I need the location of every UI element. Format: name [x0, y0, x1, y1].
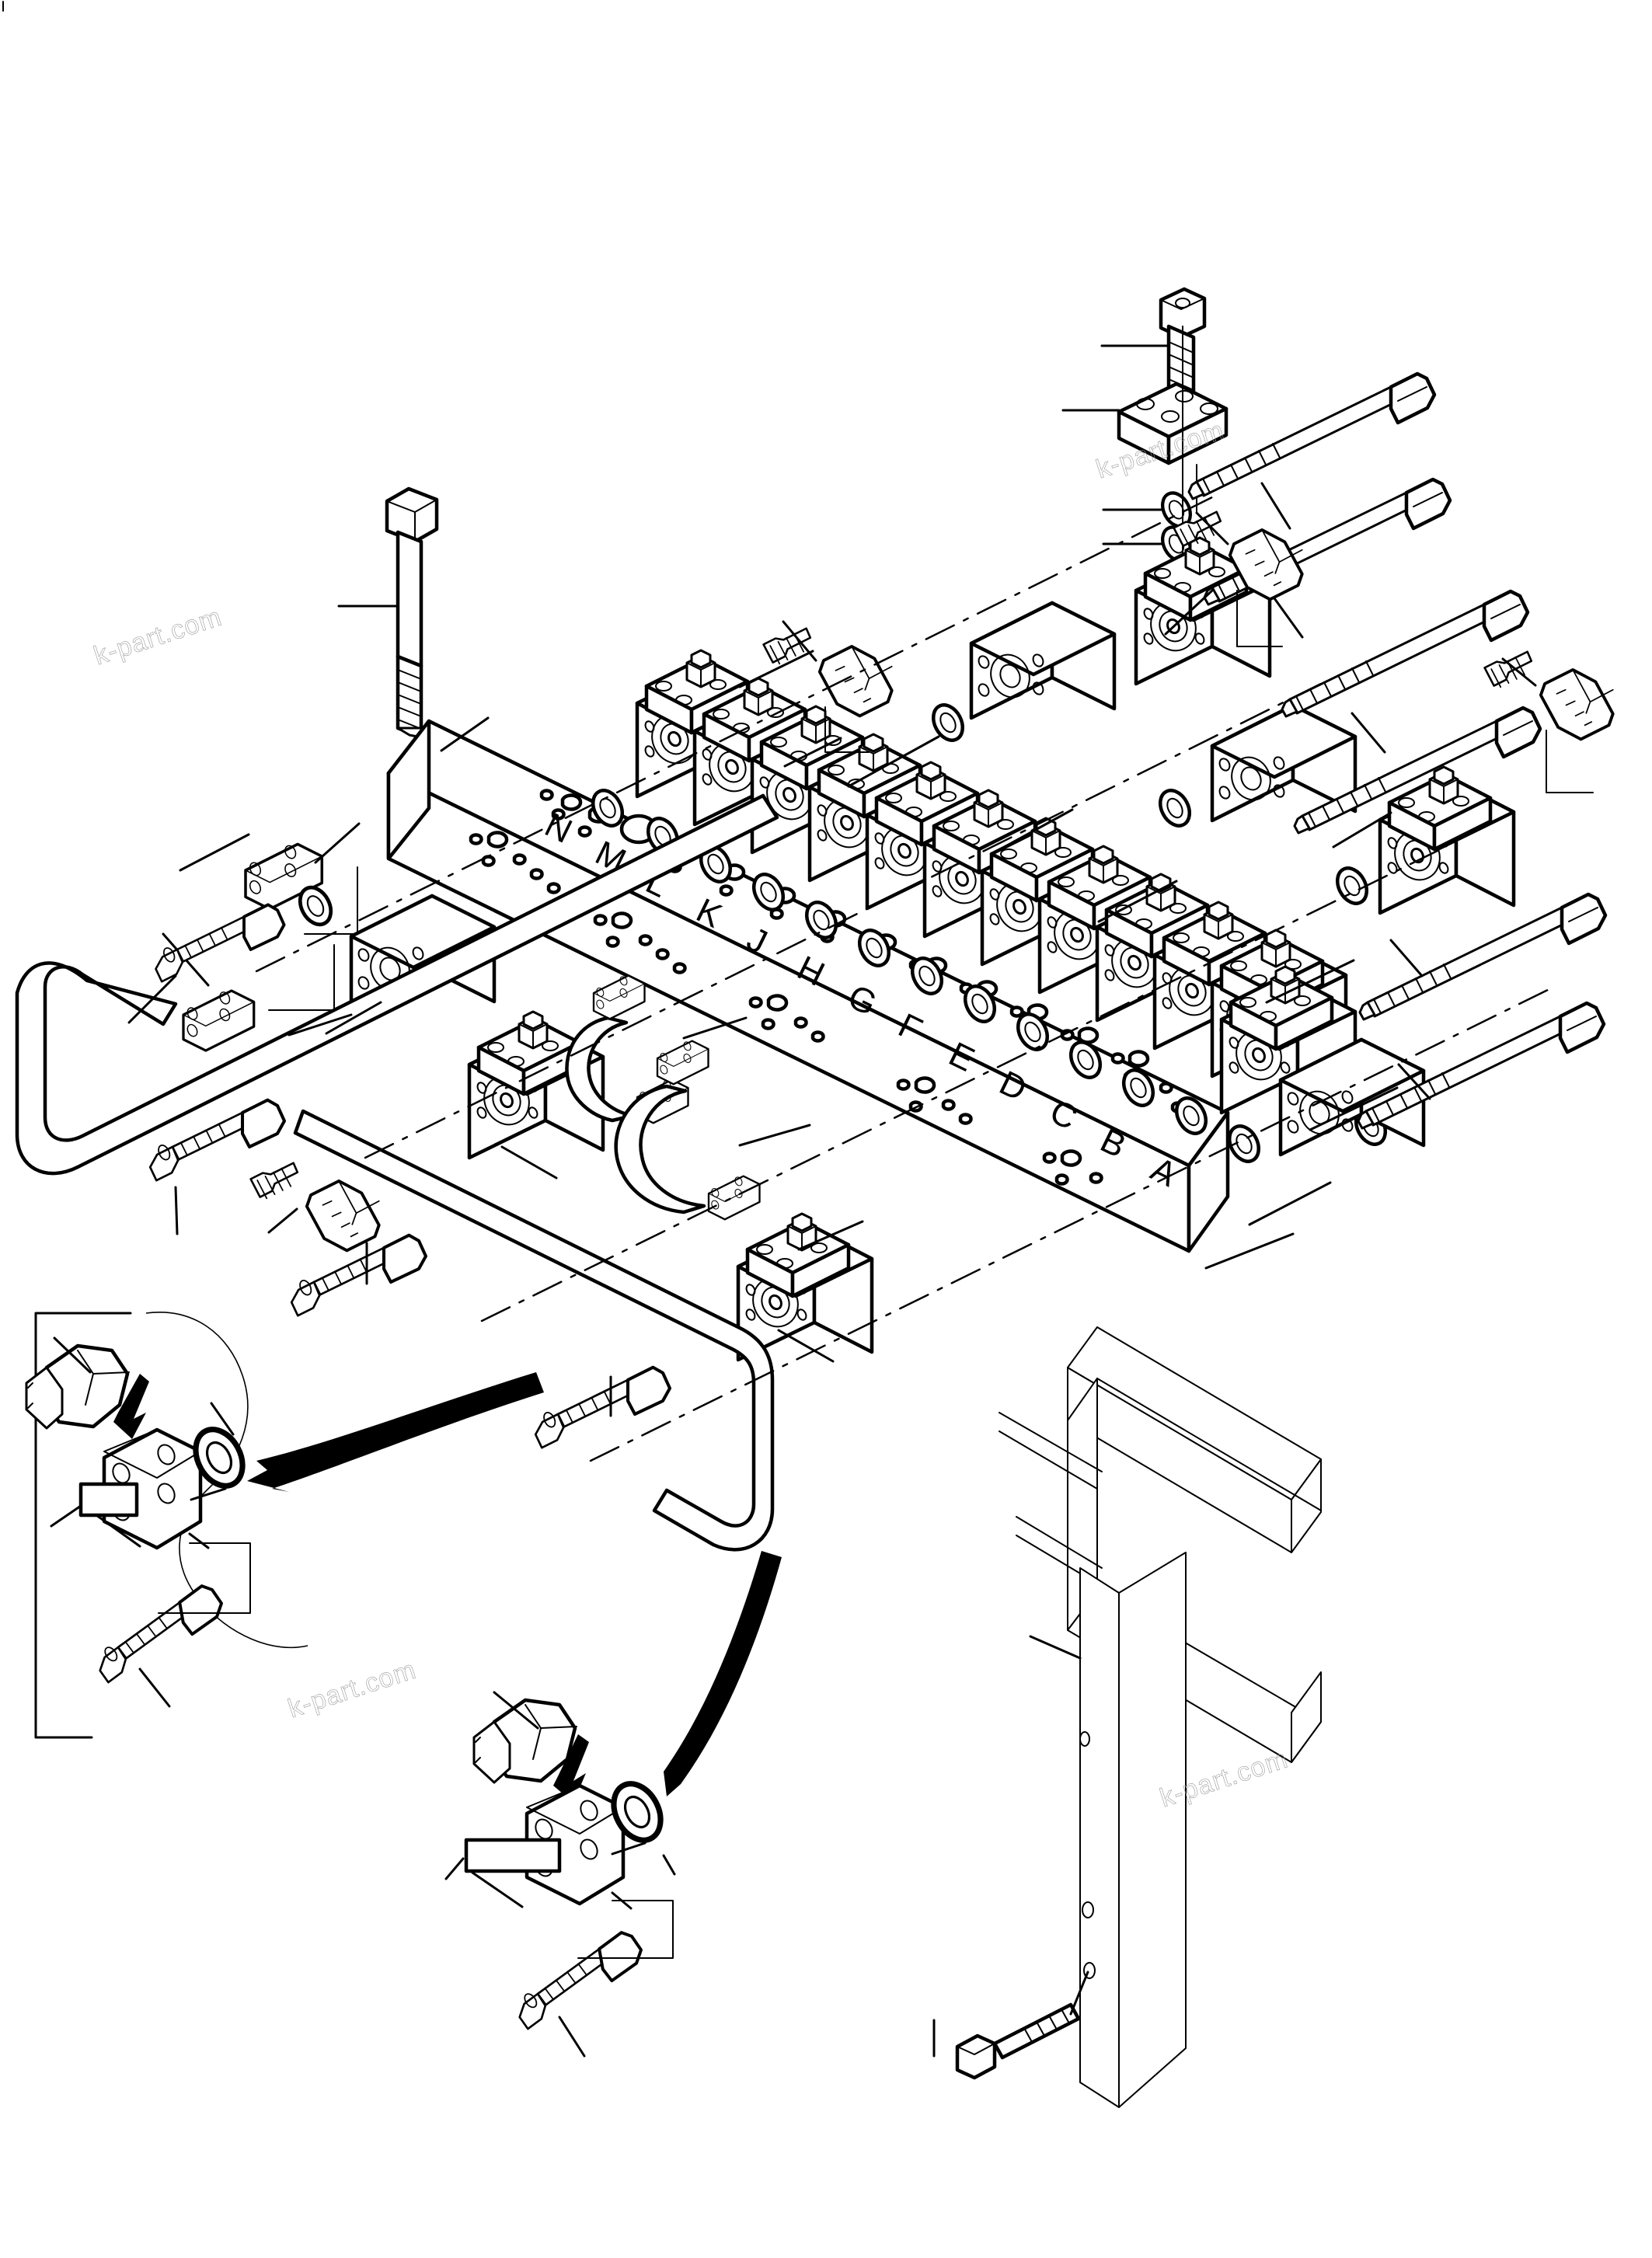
cap-screw-icon — [87, 1581, 233, 1685]
cap-screw-icon — [291, 1235, 426, 1316]
split-flange-icon — [78, 1427, 203, 1550]
tube-end-nipple-icon — [25, 1343, 130, 1430]
valve-block-icon — [738, 1214, 872, 1360]
split-flange-icon — [464, 1783, 626, 1906]
valve-block-icon — [1380, 767, 1514, 913]
long-bolt-icon — [1282, 591, 1528, 716]
tube-icon — [293, 1109, 775, 1552]
cap-screw-icon — [507, 1928, 653, 2032]
leader-lines — [325, 589, 1399, 1363]
cover-plate-icon — [1117, 382, 1229, 465]
cap-screw-icon — [154, 903, 286, 984]
manifold-port-labels: N M L K J H G F E D C B A — [539, 806, 1183, 1194]
centerlines — [255, 496, 1556, 1462]
valve-block-icon — [971, 603, 1114, 718]
elbow-fitting-icon — [249, 1161, 381, 1253]
tube-icon — [15, 793, 779, 1176]
hex-bolt-icon — [955, 2002, 1081, 2080]
cap-screw-icon — [535, 1368, 670, 1448]
long-bolt-icon — [1360, 894, 1605, 1019]
detail-view-upper-left — [25, 1312, 544, 1739]
hex-bolt-icon — [385, 486, 439, 740]
post-icon — [1079, 1552, 1187, 2108]
u-tube-icon — [614, 1040, 761, 1221]
detail-view-lower — [444, 1551, 782, 2058]
cap-screw-icon — [1159, 287, 1207, 400]
